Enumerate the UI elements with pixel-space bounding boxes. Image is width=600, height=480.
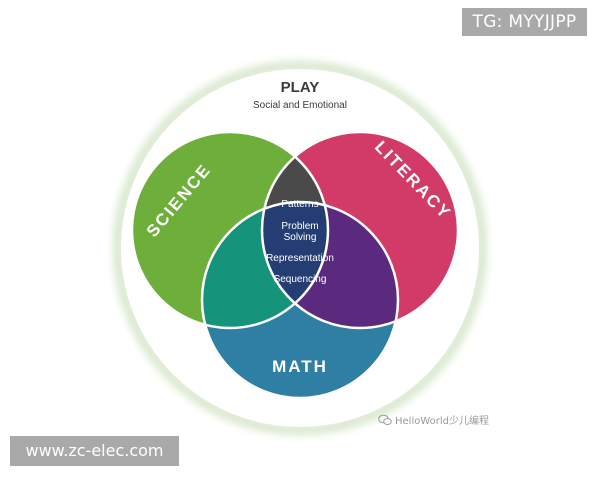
watermark-bottom-left: www.zc-elec.com — [10, 436, 179, 466]
center-item-representation: Representation — [266, 253, 334, 264]
chat-bubbles-icon — [378, 414, 392, 425]
source-watermark-text: HelloWorld少儿编程 — [395, 416, 490, 427]
watermark-top-right: TG: MYYJJPP — [462, 8, 587, 36]
center-item-sequencing: Sequencing — [274, 274, 327, 285]
play-subtitle: Social and Emotional — [253, 100, 347, 111]
circle-outlines — [130, 130, 460, 400]
play-title: PLAY — [281, 79, 320, 96]
math-label: MATH — [272, 357, 328, 376]
center-item-patterns: Patterns — [281, 199, 318, 210]
center-item-solving: Solving — [284, 232, 317, 243]
center-item-problem: Problem — [281, 221, 318, 232]
source-watermark: HelloWorld少儿编程 — [378, 412, 489, 427]
outer-circle-glow — [113, 61, 487, 435]
